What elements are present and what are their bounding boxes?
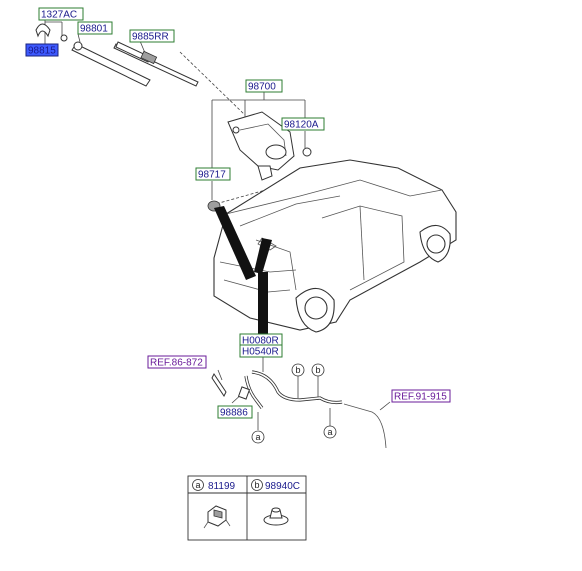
legend-b-letter: b: [255, 480, 260, 490]
marker-b-1-text: b: [296, 365, 301, 375]
legend-a-letter: a: [196, 480, 201, 490]
label-98717[interactable]: 98717: [195, 167, 231, 181]
legend-a-part: 81199: [208, 481, 236, 492]
label-98801-text: 98801: [80, 24, 108, 35]
cap-part: [35, 23, 51, 38]
wiper-blade-assembly: [113, 41, 199, 87]
label-98717-text: 98717: [198, 170, 226, 181]
washer-hose: [211, 370, 387, 449]
label-H0540R[interactable]: H0540R: [239, 344, 283, 358]
label-98120A-text: 98120A: [284, 120, 319, 131]
vehicle-illustration: [213, 159, 457, 333]
ref-91-915[interactable]: REF.91-915: [391, 389, 451, 403]
legend-b-part: 98940C: [265, 481, 300, 492]
ref-86-872[interactable]: REF.86-872: [147, 355, 207, 369]
label-9885RR[interactable]: 9885RR: [129, 29, 175, 43]
legend-cell-b[interactable]: b 98940C: [251, 479, 301, 526]
marker-b-2[interactable]: b: [311, 363, 325, 377]
label-98815[interactable]: 98815: [25, 43, 59, 57]
label-1327AC[interactable]: 1327AC: [38, 7, 84, 21]
label-98801[interactable]: 98801: [77, 21, 113, 35]
label-H0080R-text: H0080R: [242, 336, 279, 347]
wiper-motor: [227, 111, 312, 181]
marker-b-2-text: b: [316, 365, 321, 375]
marker-a-1-text: a: [256, 432, 261, 442]
wiper-arm: [60, 34, 151, 87]
marker-a-2-text: a: [328, 427, 333, 437]
label-H0540R-text: H0540R: [242, 347, 279, 358]
label-1327AC-text: 1327AC: [41, 10, 77, 21]
marker-a-2[interactable]: a: [323, 425, 337, 439]
label-98815-text: 98815: [28, 46, 56, 57]
label-98886-text: 98886: [220, 408, 248, 419]
ref-86-872-text: REF.86-872: [150, 358, 203, 369]
label-98700-text: 98700: [248, 82, 276, 93]
position-indicators: [214, 206, 272, 334]
marker-a-1[interactable]: a: [251, 430, 265, 444]
ref-91-915-text: REF.91-915: [394, 392, 447, 403]
label-98120A[interactable]: 98120A: [281, 117, 325, 131]
marker-b-1[interactable]: b: [291, 363, 305, 377]
clip-81199-icon: [203, 505, 231, 529]
grommet-98940C-icon: [263, 507, 289, 526]
legend-cell-a[interactable]: a 81199: [192, 479, 236, 529]
label-9885RR-text: 9885RR: [132, 32, 169, 43]
label-98886[interactable]: 98886: [217, 405, 253, 419]
label-98700[interactable]: 98700: [245, 79, 283, 93]
legend-table: a 81199 b 98940C: [187, 475, 307, 541]
